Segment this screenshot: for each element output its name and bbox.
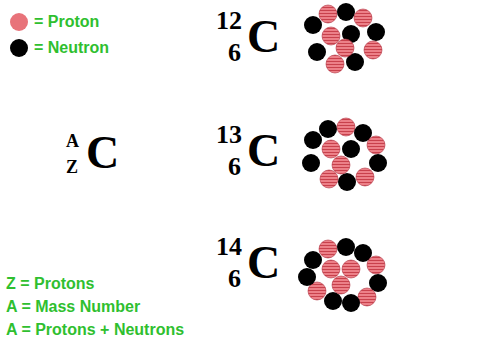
carbon-12-nucleus (304, 3, 385, 73)
carbon-14-nucleus (298, 238, 387, 312)
legend-swatch (10, 39, 28, 57)
carbon-13-nucleus (302, 118, 387, 191)
legend-text: = Proton (34, 14, 99, 30)
element-symbol: C (247, 240, 280, 286)
definition-note: A = Mass Number (6, 299, 140, 315)
definition-note: A = Protons + Neutrons (6, 322, 184, 338)
element-symbol: C (86, 130, 119, 176)
mass-number: 14 (216, 234, 242, 260)
element-symbol: C (247, 128, 280, 174)
mass-number-symbol: A (66, 132, 79, 150)
atomic-number: 6 (228, 40, 241, 66)
legend-text: = Neutron (34, 40, 109, 56)
atomic-number: 6 (228, 266, 241, 292)
atomic-number-symbol: Z (66, 158, 78, 176)
mass-number: 13 (216, 122, 242, 148)
definition-note: Z = Protons (6, 276, 94, 292)
atomic-number: 6 (228, 154, 241, 180)
element-symbol: C (247, 14, 280, 60)
legend-swatch (10, 13, 28, 31)
mass-number: 12 (216, 8, 242, 34)
